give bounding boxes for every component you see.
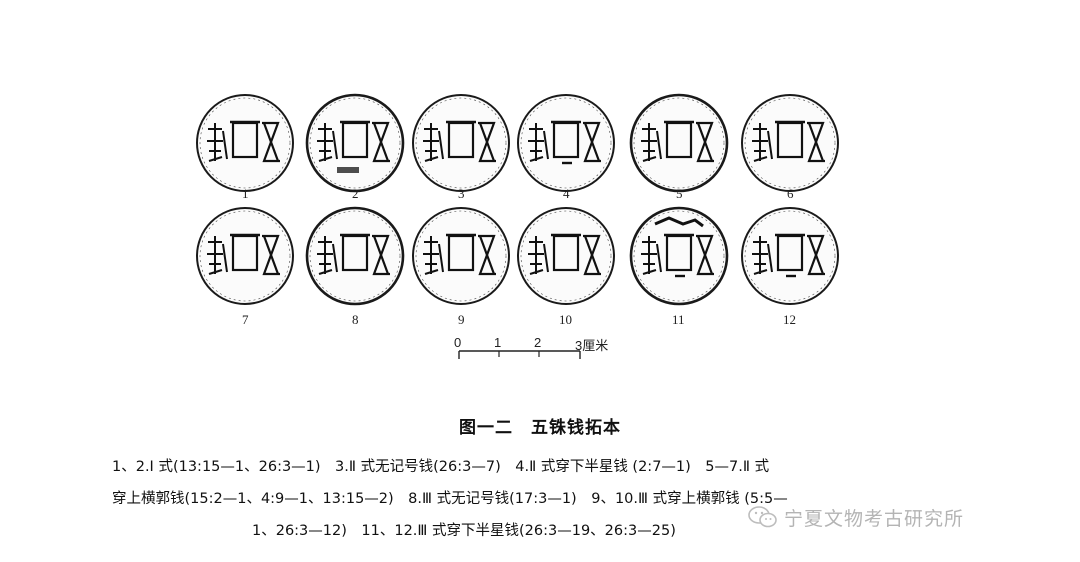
coin-rubbing-graphic [196, 207, 294, 305]
figure-title: 图一二 五铢钱拓本 [459, 418, 621, 438]
coin-rubbing [407, 89, 515, 197]
wechat-icon [748, 506, 777, 528]
coin-rubbing-graphic [412, 207, 510, 305]
coin-number-label: 12 [783, 312, 796, 327]
scale-tick-0: 0 [454, 335, 462, 350]
coin-number-label: 9 [458, 312, 465, 327]
coin-number-label: 2 [352, 186, 359, 201]
watermark: 宁夏文物考古研究所 [748, 504, 964, 530]
coin-number-label: 11 [672, 312, 685, 327]
coin-rubbing-graphic [517, 207, 615, 305]
coin-rubbing-graphic [517, 94, 615, 192]
coin-number-label: 3 [458, 186, 465, 201]
coin-rubbing [512, 89, 620, 197]
scale-tick-1: 1 [494, 335, 502, 350]
coin-rubbing [736, 202, 844, 310]
coin-number-label: 1 [242, 186, 249, 201]
caption-line-2: 穿上横郭钱(15:2—1、4:9—1、13:15—2) 8.Ⅲ 式无记号钱(17… [112, 491, 788, 507]
coin-rubbing-graphic [741, 94, 839, 192]
coin-number-label: 10 [559, 312, 572, 327]
coin-rubbing [625, 89, 733, 197]
coin-rubbing [512, 202, 620, 310]
coin-number-label: 6 [787, 186, 794, 201]
coin-rubbing-graphic [305, 93, 405, 193]
caption-line-1: 1、2.Ⅰ 式(13:15—1、26:3—1) 3.Ⅱ 式无记号钱(26:3—7… [112, 459, 770, 475]
scale-tick-2: 2 [534, 335, 542, 350]
coin-rubbing-graphic [305, 206, 405, 306]
coin-rubbing-graphic [741, 207, 839, 305]
coin-rubbing-graphic [629, 93, 729, 193]
coin-number-label: 5 [676, 186, 683, 201]
coin-rubbing [191, 202, 299, 310]
coin-rubbing [625, 202, 733, 310]
coin-number-label: 8 [352, 312, 359, 327]
scale-bar-graphic [458, 350, 581, 359]
watermark-text: 宁夏文物考古研究所 [784, 507, 965, 530]
coin-rubbing-graphic [629, 206, 729, 306]
coin-rubbing [301, 202, 409, 310]
coin-rubbing [407, 202, 515, 310]
coin-rubbing [301, 89, 409, 197]
scale-bar: 0 1 2 3厘米 [454, 335, 636, 377]
coin-rubbing-graphic [412, 94, 510, 192]
coin-number-label: 7 [242, 312, 249, 327]
coin-rubbing-graphic [196, 94, 294, 192]
coin-rubbing [191, 89, 299, 197]
scale-tick-3: 3厘米 [575, 338, 609, 353]
coin-rubbing [736, 89, 844, 197]
caption-line-3: 1、26:3—12) 11、12.Ⅲ 式穿下半星钱(26:3—19、26:3—2… [252, 523, 676, 539]
coin-number-label: 4 [563, 186, 570, 201]
